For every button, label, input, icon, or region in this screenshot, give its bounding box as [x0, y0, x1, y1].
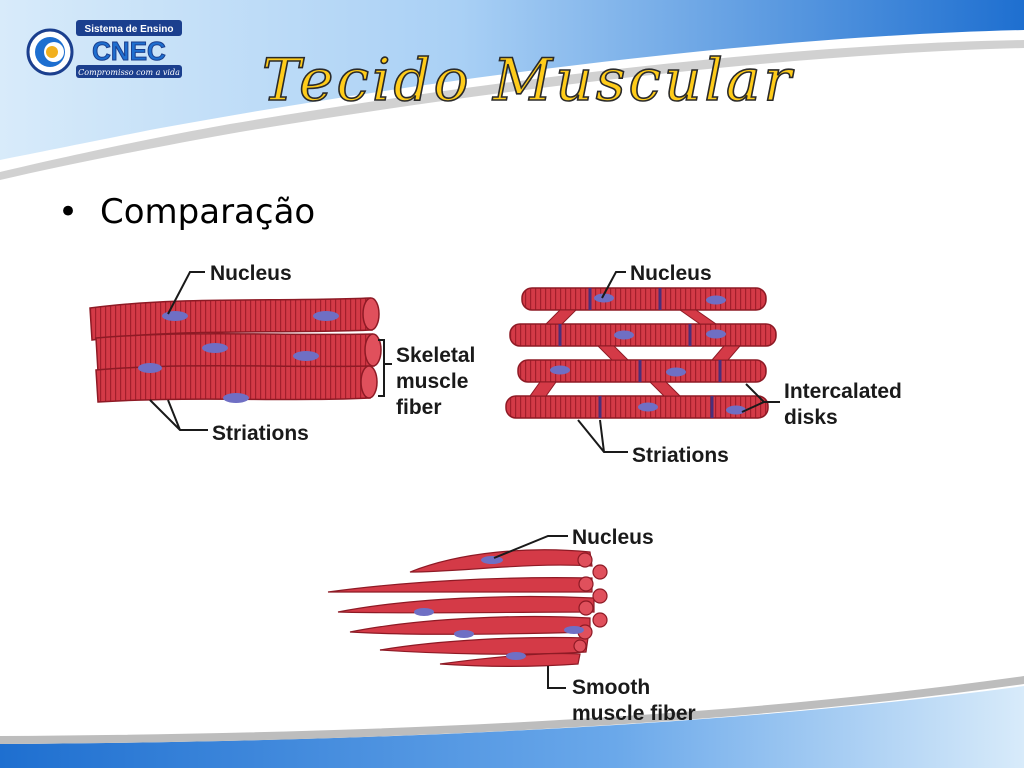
- cnec-logo: Sistema de Ensino CNEC Compromisso com a…: [26, 20, 182, 78]
- skeletal-nucleus: [223, 393, 249, 403]
- smooth-nucleus: [564, 626, 584, 634]
- bullet-list: Comparação: [58, 192, 315, 232]
- slide-title: Tecido Muscular: [261, 45, 795, 115]
- skeletal-nucleus: [202, 343, 228, 353]
- logo-tagline: Compromisso com a vida: [78, 68, 180, 77]
- skeletal-muscle-illustration: [89, 297, 382, 403]
- logo-top-text: Sistema de Ensino: [85, 24, 174, 35]
- skeletal-nucleus: [313, 311, 339, 321]
- skeletal-nucleus: [162, 311, 188, 321]
- cardiac-nucleus: [706, 295, 726, 305]
- smooth-nucleus-label: Nucleus: [572, 526, 654, 549]
- skeletal-nucleus-label: Nucleus: [210, 262, 292, 285]
- cardiac-nucleus: [666, 367, 686, 377]
- skeletal-nucleus: [293, 351, 319, 361]
- cardiac-nucleus: [594, 293, 614, 303]
- smooth-nucleus: [506, 652, 526, 660]
- smooth-nucleus: [414, 608, 434, 616]
- cardiac-striations-label: Striations: [632, 444, 729, 467]
- cardiac-nucleus-label: Nucleus: [630, 262, 712, 285]
- logo-brand: CNEC: [92, 36, 166, 66]
- cardiac-nucleus: [706, 329, 726, 339]
- smooth-nucleus: [454, 630, 474, 638]
- skeletal-fiber-label-line1: Skeletal: [396, 344, 475, 367]
- smooth-fiber-label-line1: Smooth: [572, 676, 650, 699]
- skeletal-nucleus: [138, 363, 162, 373]
- cardiac-disks-label-line1: Intercalated: [784, 380, 902, 403]
- smooth-muscle-illustration: [327, 549, 608, 667]
- smooth-fiber-label-line2: muscle fiber: [572, 702, 696, 725]
- skeletal-striations-label: Striations: [212, 422, 309, 445]
- cardiac-muscle-illustration: [505, 287, 777, 419]
- cardiac-nucleus: [726, 405, 746, 415]
- cardiac-disks-label-line2: disks: [784, 406, 838, 429]
- bullet-item: Comparação: [58, 192, 315, 232]
- cardiac-nucleus: [550, 365, 570, 375]
- skeletal-fiber-label-line3: fiber: [396, 396, 442, 419]
- skeletal-fiber-label-line2: muscle: [396, 370, 468, 393]
- smooth-nucleus: [481, 556, 503, 564]
- cardiac-nucleus: [638, 402, 658, 412]
- cardiac-nucleus: [614, 330, 634, 340]
